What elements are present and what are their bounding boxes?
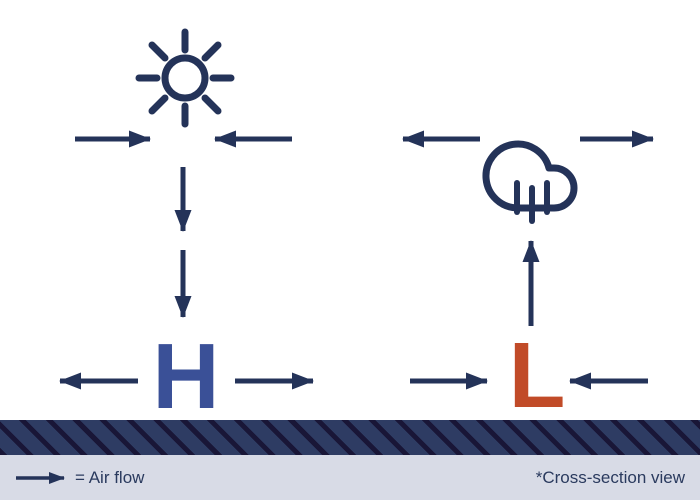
sun-icon bbox=[135, 28, 235, 128]
airflow-legend: = Air flow bbox=[15, 469, 144, 486]
cross-section-note: *Cross-section view bbox=[535, 468, 685, 487]
diagram-canvas: H L bbox=[59, 28, 654, 420]
rain-lines bbox=[514, 180, 550, 224]
high-pressure-label: H bbox=[152, 324, 219, 420]
airflow-legend-label: = Air flow bbox=[75, 468, 145, 487]
low-pressure-label: L bbox=[509, 323, 566, 420]
rain-cloud-icon bbox=[482, 140, 578, 224]
airflow-legend-arrow-icon bbox=[16, 471, 65, 484]
ground-surface bbox=[0, 420, 700, 455]
footer: = Air flow *Cross-section view bbox=[0, 455, 700, 500]
